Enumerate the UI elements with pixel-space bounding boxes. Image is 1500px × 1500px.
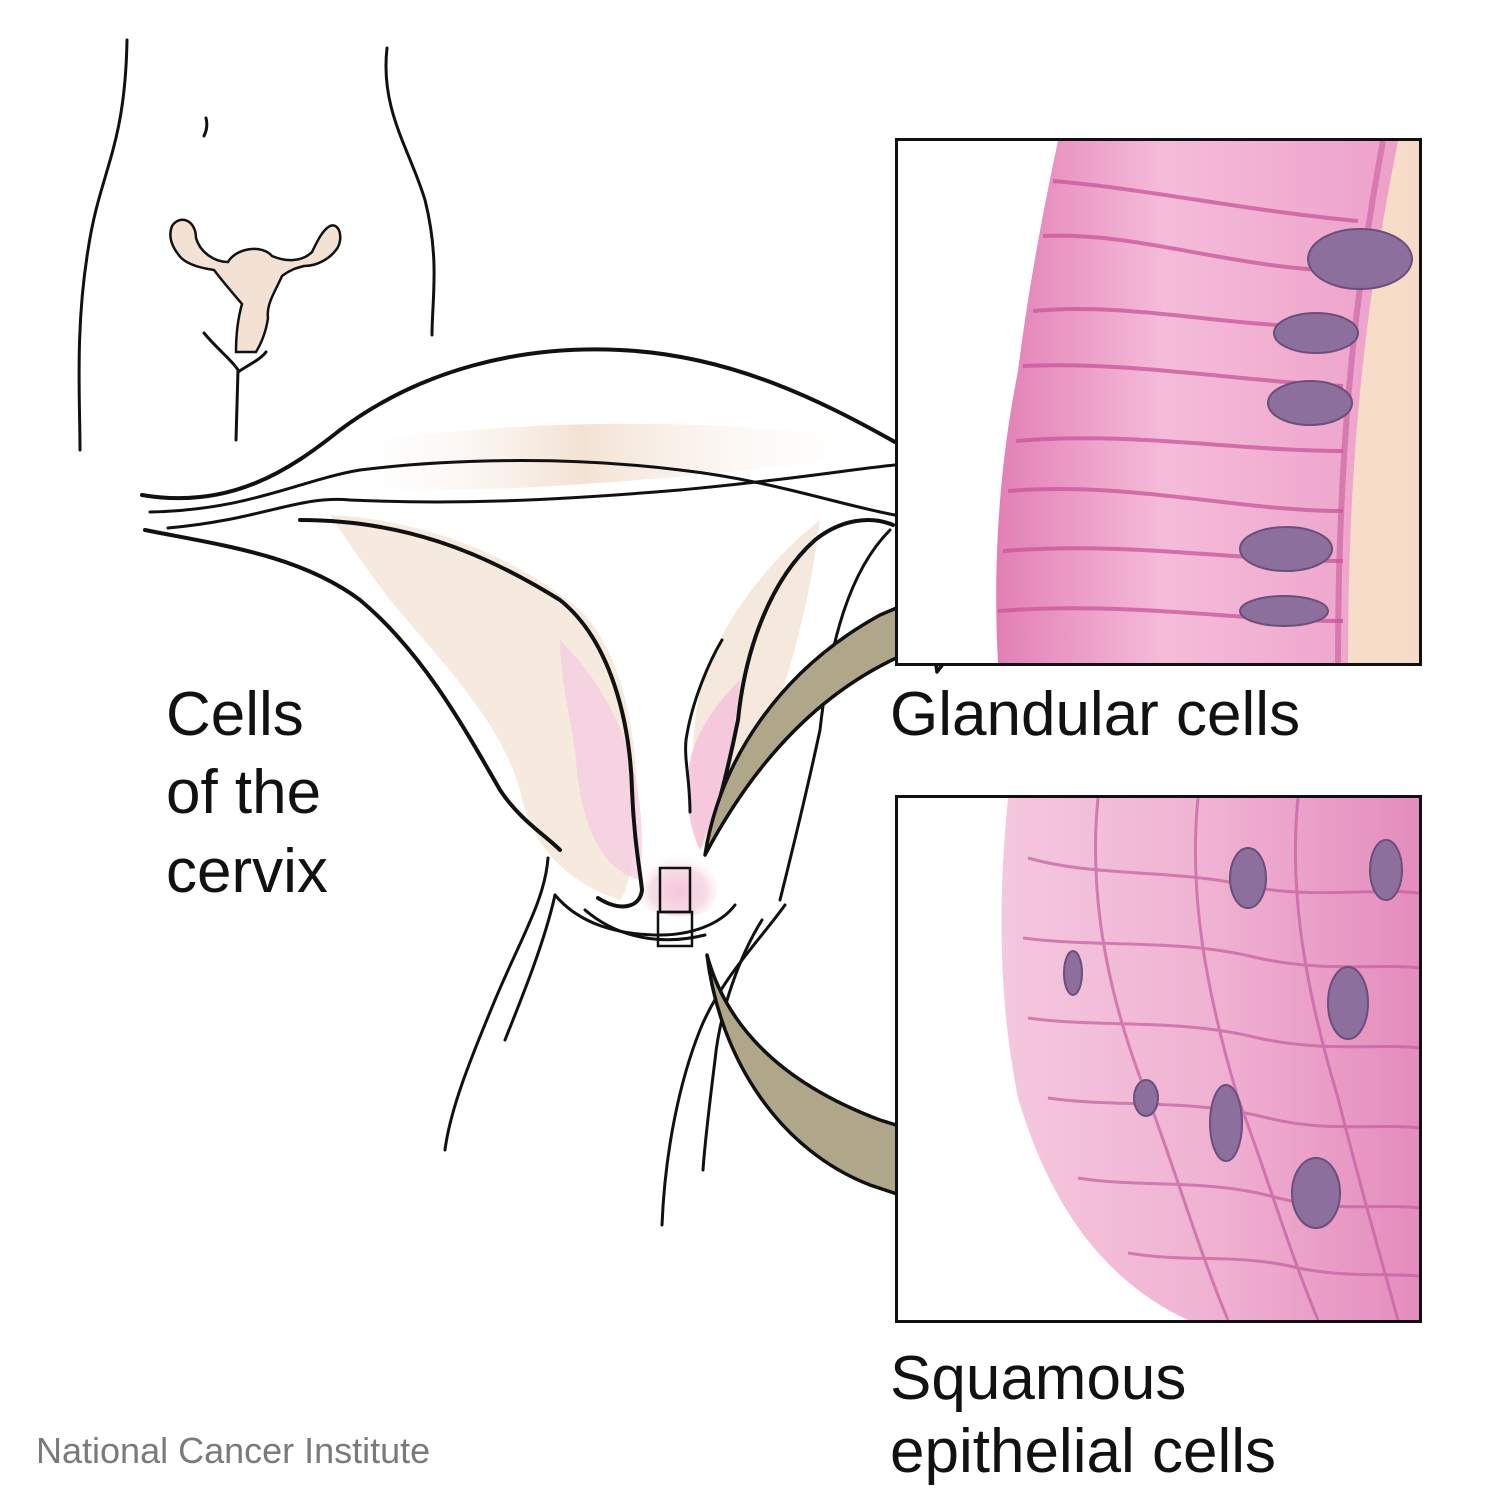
squamous-cells-panel xyxy=(895,795,1422,1323)
vaginal-right-wall xyxy=(660,903,787,1227)
nucleus xyxy=(1273,312,1359,354)
vaginal-left-inner xyxy=(503,893,557,1042)
nucleus xyxy=(1239,526,1333,572)
cell-borders xyxy=(1022,798,1419,1320)
squamous-label-line-2: epithelial cells xyxy=(890,1417,1276,1487)
left-cervix-shading xyxy=(330,515,637,900)
squamous-cells-illustration xyxy=(1001,798,1419,1320)
squamous-zoom-box xyxy=(656,910,694,948)
vaginal-right-inner xyxy=(701,918,764,1172)
nucleus xyxy=(1063,950,1083,996)
glandular-cells-illustration xyxy=(996,141,1419,663)
uterus-top-outline xyxy=(140,347,897,501)
nuclei xyxy=(1063,839,1403,1229)
right-torso-line xyxy=(384,46,436,337)
left-pink-glow xyxy=(560,640,642,880)
cervix-cells-label: Cells of the cervix xyxy=(166,676,328,911)
vaginal-left-wall xyxy=(443,856,550,1152)
uterus-inner-line xyxy=(166,463,897,530)
squamous-cells-label: Squamous epithelial cells xyxy=(890,1342,1276,1488)
glandular-cells-label: Glandular cells xyxy=(890,680,1301,749)
right-canal-outline xyxy=(708,518,895,837)
groin-line xyxy=(234,368,240,442)
cervix-label-line-2: of the xyxy=(166,758,322,828)
upper-uterus-shading xyxy=(330,423,890,490)
cervical-os-line xyxy=(553,893,737,937)
nucleus xyxy=(1327,966,1369,1040)
cervix-illustration xyxy=(140,347,897,1227)
uterus-inner-top xyxy=(148,459,897,517)
basement-line xyxy=(1335,141,1386,663)
small-uterus-icon xyxy=(169,218,342,354)
right-pink-glow xyxy=(687,680,740,850)
nucleus xyxy=(1209,1084,1243,1162)
nucleus xyxy=(1307,228,1413,290)
groin-right xyxy=(236,350,268,374)
nucleus xyxy=(1239,595,1329,627)
left-torso-line xyxy=(77,38,129,452)
body-outline xyxy=(77,38,436,452)
cervix-label-line-1: Cells xyxy=(166,680,304,749)
glandular-cells-panel xyxy=(895,138,1422,666)
left-canal-outline xyxy=(298,518,644,909)
nucleus xyxy=(1291,1157,1341,1229)
right-outer-outline xyxy=(778,528,892,902)
groin-left xyxy=(202,331,240,372)
cervix-label-line-3: cervix xyxy=(166,836,328,906)
nucleus xyxy=(1369,839,1403,901)
navel-mark xyxy=(202,116,209,138)
nucleus xyxy=(1267,380,1353,426)
os-pink-glow xyxy=(640,853,718,917)
nucleus xyxy=(1133,1079,1159,1117)
squamous-tissue-mass xyxy=(1001,798,1419,1320)
lower-left-outline xyxy=(143,528,562,852)
nuclei xyxy=(1239,228,1413,627)
credit-text: National Cancer Institute xyxy=(36,1430,431,1471)
squamous-label-line-1: Squamous xyxy=(890,1344,1187,1413)
right-inner-canal xyxy=(684,638,724,814)
nucleus xyxy=(1229,847,1267,909)
